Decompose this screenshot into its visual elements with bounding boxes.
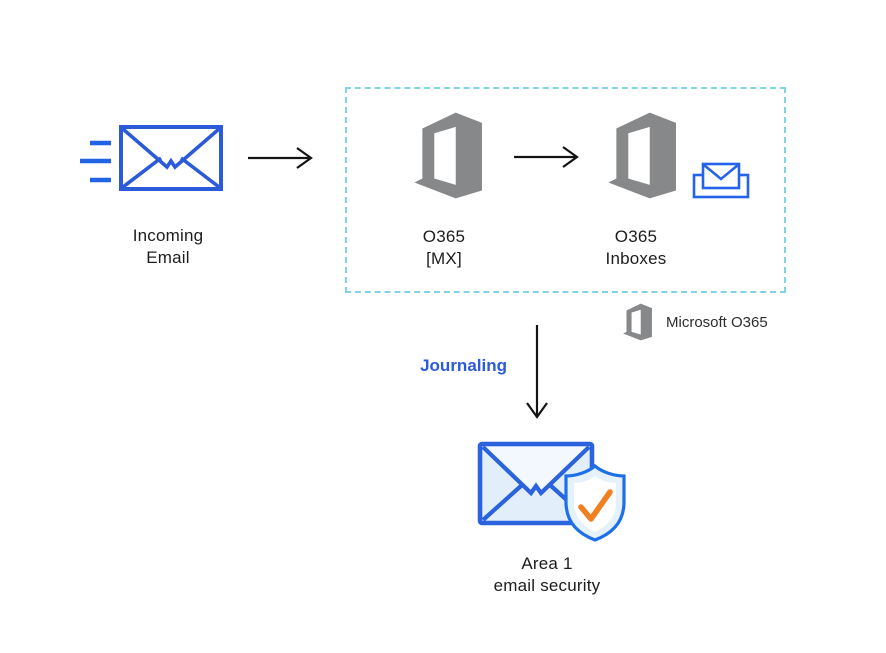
shield-check-icon <box>564 463 626 542</box>
incoming-email-label-line2: Email <box>146 248 190 267</box>
incoming-email-envelope-icon <box>119 125 223 191</box>
o365-mx-label: O365 [MX] <box>384 226 504 270</box>
area1-envelope-icon <box>477 441 595 526</box>
office-logo-icon <box>623 303 652 341</box>
arrow-right-icon <box>514 146 579 168</box>
office-logo-icon <box>608 112 676 199</box>
incoming-email-label-line1: Incoming <box>132 226 204 245</box>
o365-mx-label-line2: [MX] <box>426 249 462 268</box>
o365-boundary-box <box>345 87 786 293</box>
area1-label-line1: Area 1 <box>521 554 573 573</box>
o365-mx-label-line1: O365 <box>422 227 466 246</box>
incoming-email-label: Incoming Email <box>98 225 238 269</box>
arrow-down-icon <box>526 325 548 419</box>
journaling-label: Journaling <box>420 356 507 375</box>
o365-inboxes-label: O365 Inboxes <box>576 226 696 270</box>
speed-lines-icon <box>80 140 111 183</box>
office-logo-icon <box>414 112 482 199</box>
o365-inboxes-label-line1: O365 <box>614 227 658 246</box>
arrow-right-icon <box>248 147 313 169</box>
legend-label: Microsoft O365 <box>666 314 768 331</box>
o365-inboxes-label-line2: Inboxes <box>605 249 667 268</box>
area1-label-line2: email security <box>493 576 601 595</box>
inbox-icon <box>692 162 750 199</box>
area1-label: Area 1 email security <box>467 553 627 597</box>
